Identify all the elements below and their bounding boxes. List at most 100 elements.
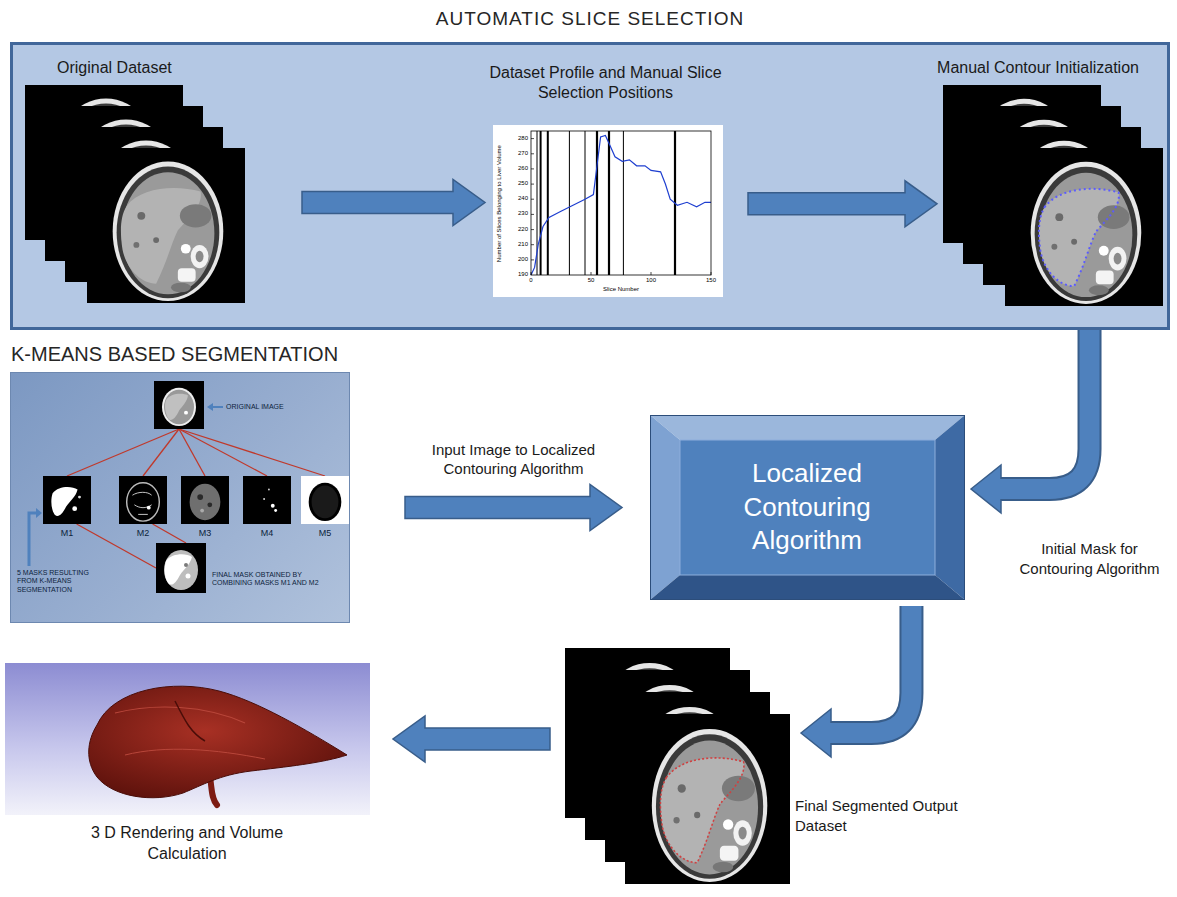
- axis-tick-label: 230: [503, 210, 528, 217]
- tree-line: [143, 429, 179, 476]
- mask-thumbnail: M4: [243, 476, 291, 524]
- slice-markers-part: [585, 131, 586, 275]
- section-heading: K-MEANS BASED SEGMENTATION: [11, 342, 338, 366]
- image-stack: Manual Contour Initialization: [943, 85, 1165, 308]
- tick-marks-part: [531, 184, 534, 185]
- mask-image: [156, 543, 206, 593]
- axis-tick-label: 250: [503, 180, 528, 187]
- bevel-box-part: [650, 415, 965, 440]
- plot-frame: [531, 131, 711, 275]
- mask-image-part: [243, 476, 291, 524]
- block-arrow: [302, 180, 485, 226]
- tick-marks-part: [711, 272, 712, 275]
- axis-tick-label: 0: [521, 277, 541, 284]
- stack-caption: Manual Contour Initialization: [903, 58, 1173, 77]
- mask-label: M5: [301, 528, 349, 539]
- block-arrow: [1001, 312, 1090, 489]
- thumbnail-image-part: [154, 381, 204, 429]
- edge-label: Initial Mask for Contouring Algorithm: [1005, 539, 1175, 578]
- mask-image-part: [312, 486, 339, 519]
- tick-marks-part: [531, 138, 534, 139]
- mask-image-part: [51, 487, 77, 516]
- mask-image: [243, 476, 291, 524]
- mask-thumbnail: M1: [43, 476, 91, 524]
- thumbnail-caption: FINAL MASK OBTAINED BY COMBINING MASKS M…: [212, 571, 337, 588]
- axis-tick-label: 210: [503, 241, 528, 248]
- block-arrow: [748, 181, 937, 227]
- liver-rendering-part: [125, 749, 265, 759]
- image-stack: Original Dataset: [25, 85, 247, 303]
- ct-slice: [625, 714, 790, 884]
- mask-image-part: [184, 563, 188, 567]
- mask-image-part: [164, 550, 198, 590]
- mask-image-part: [190, 484, 221, 520]
- tick-marks-part: [531, 259, 534, 260]
- mask-image-part: [197, 494, 203, 500]
- plot-ground: [493, 125, 723, 297]
- slice-markers-part: [623, 131, 624, 275]
- mask-image-part: [72, 506, 77, 511]
- tick-marks-part: [651, 272, 652, 275]
- tree-line: [67, 429, 179, 476]
- mask-thumbnail: M3: [181, 476, 229, 524]
- connector: [179, 429, 325, 476]
- axis-title: Number of Slices Belonging to Liver Volu…: [496, 132, 503, 276]
- final-contour: [660, 758, 744, 863]
- connector: [67, 429, 179, 476]
- axis-tick-label: 150: [701, 277, 721, 284]
- tick-marks-part: [531, 199, 534, 200]
- tick-marks-part: [531, 168, 534, 169]
- mask-thumbnail: M2: [119, 476, 167, 524]
- bevel-box-part: [935, 415, 965, 600]
- tick-marks-part: [531, 244, 534, 245]
- initial-contour: [1039, 189, 1119, 286]
- tick-marks-part: [591, 272, 592, 275]
- mask-image-part: [43, 476, 91, 524]
- mask-image-part: [147, 506, 151, 510]
- stack-caption: Original Dataset: [57, 58, 172, 77]
- tick-marks-part: [531, 272, 532, 275]
- image-thumbnail: ORIGINAL IMAGE: [154, 381, 204, 429]
- mask-image-part: [186, 574, 191, 579]
- thumbnail-image-part: [165, 394, 188, 420]
- mask-image-part: [165, 554, 192, 584]
- bevel-box-part: [651, 416, 965, 600]
- ct-stack: [943, 85, 1165, 308]
- axis-tick-label: 200: [503, 256, 528, 263]
- callout-note: 5 MASKS RESULTING FROM K-MEANS SEGMENTAT…: [17, 569, 107, 594]
- thumbnail-image: [154, 381, 204, 429]
- mask-image-part: [119, 476, 167, 524]
- panel-caption: 3 D Rendering and Volume Calculation: [72, 823, 302, 865]
- mask-image-part: [263, 498, 265, 500]
- tree-line: [153, 524, 186, 543]
- mask-thumbnail: FINAL MASK OBTAINED BY COMBINING MASKS M…: [156, 543, 206, 593]
- image-stack: Final Segmented Output Dataset: [565, 648, 795, 888]
- mask-image: [43, 476, 91, 524]
- thumbnail-image-part: [164, 390, 194, 425]
- mask-image-part: [181, 476, 229, 524]
- mask-image-part: [156, 543, 206, 593]
- ct-slice: [1005, 148, 1163, 306]
- ct-slice: [87, 148, 245, 303]
- mask-image-part: [132, 492, 151, 514]
- block-arrow: [823, 606, 911, 733]
- liver-rendering-part: [89, 686, 347, 798]
- block-arrow: [405, 485, 622, 531]
- bevel-box-part: [650, 575, 965, 600]
- mask-image-part: [274, 509, 277, 512]
- profile-curve: [531, 136, 711, 276]
- stack-caption: Final Segmented Output Dataset: [795, 796, 980, 835]
- pointer-arrow: [36, 508, 42, 518]
- mask-image-part: [200, 509, 204, 513]
- block-arrow: [393, 716, 550, 762]
- tick-marks: [531, 139, 711, 275]
- liver-rendering: [5, 663, 370, 815]
- mask-label: M4: [243, 528, 291, 539]
- pointer-arrow: [212, 406, 223, 408]
- pointer-arrow: [29, 513, 37, 566]
- method-panel: K-MEANS BASED SEGMENTATION ORIGINAL IMAG…: [10, 372, 350, 623]
- connector: [153, 524, 186, 543]
- tick-marks-part: [531, 153, 534, 154]
- mask-image: [119, 476, 167, 524]
- mask-image-part: [127, 483, 160, 521]
